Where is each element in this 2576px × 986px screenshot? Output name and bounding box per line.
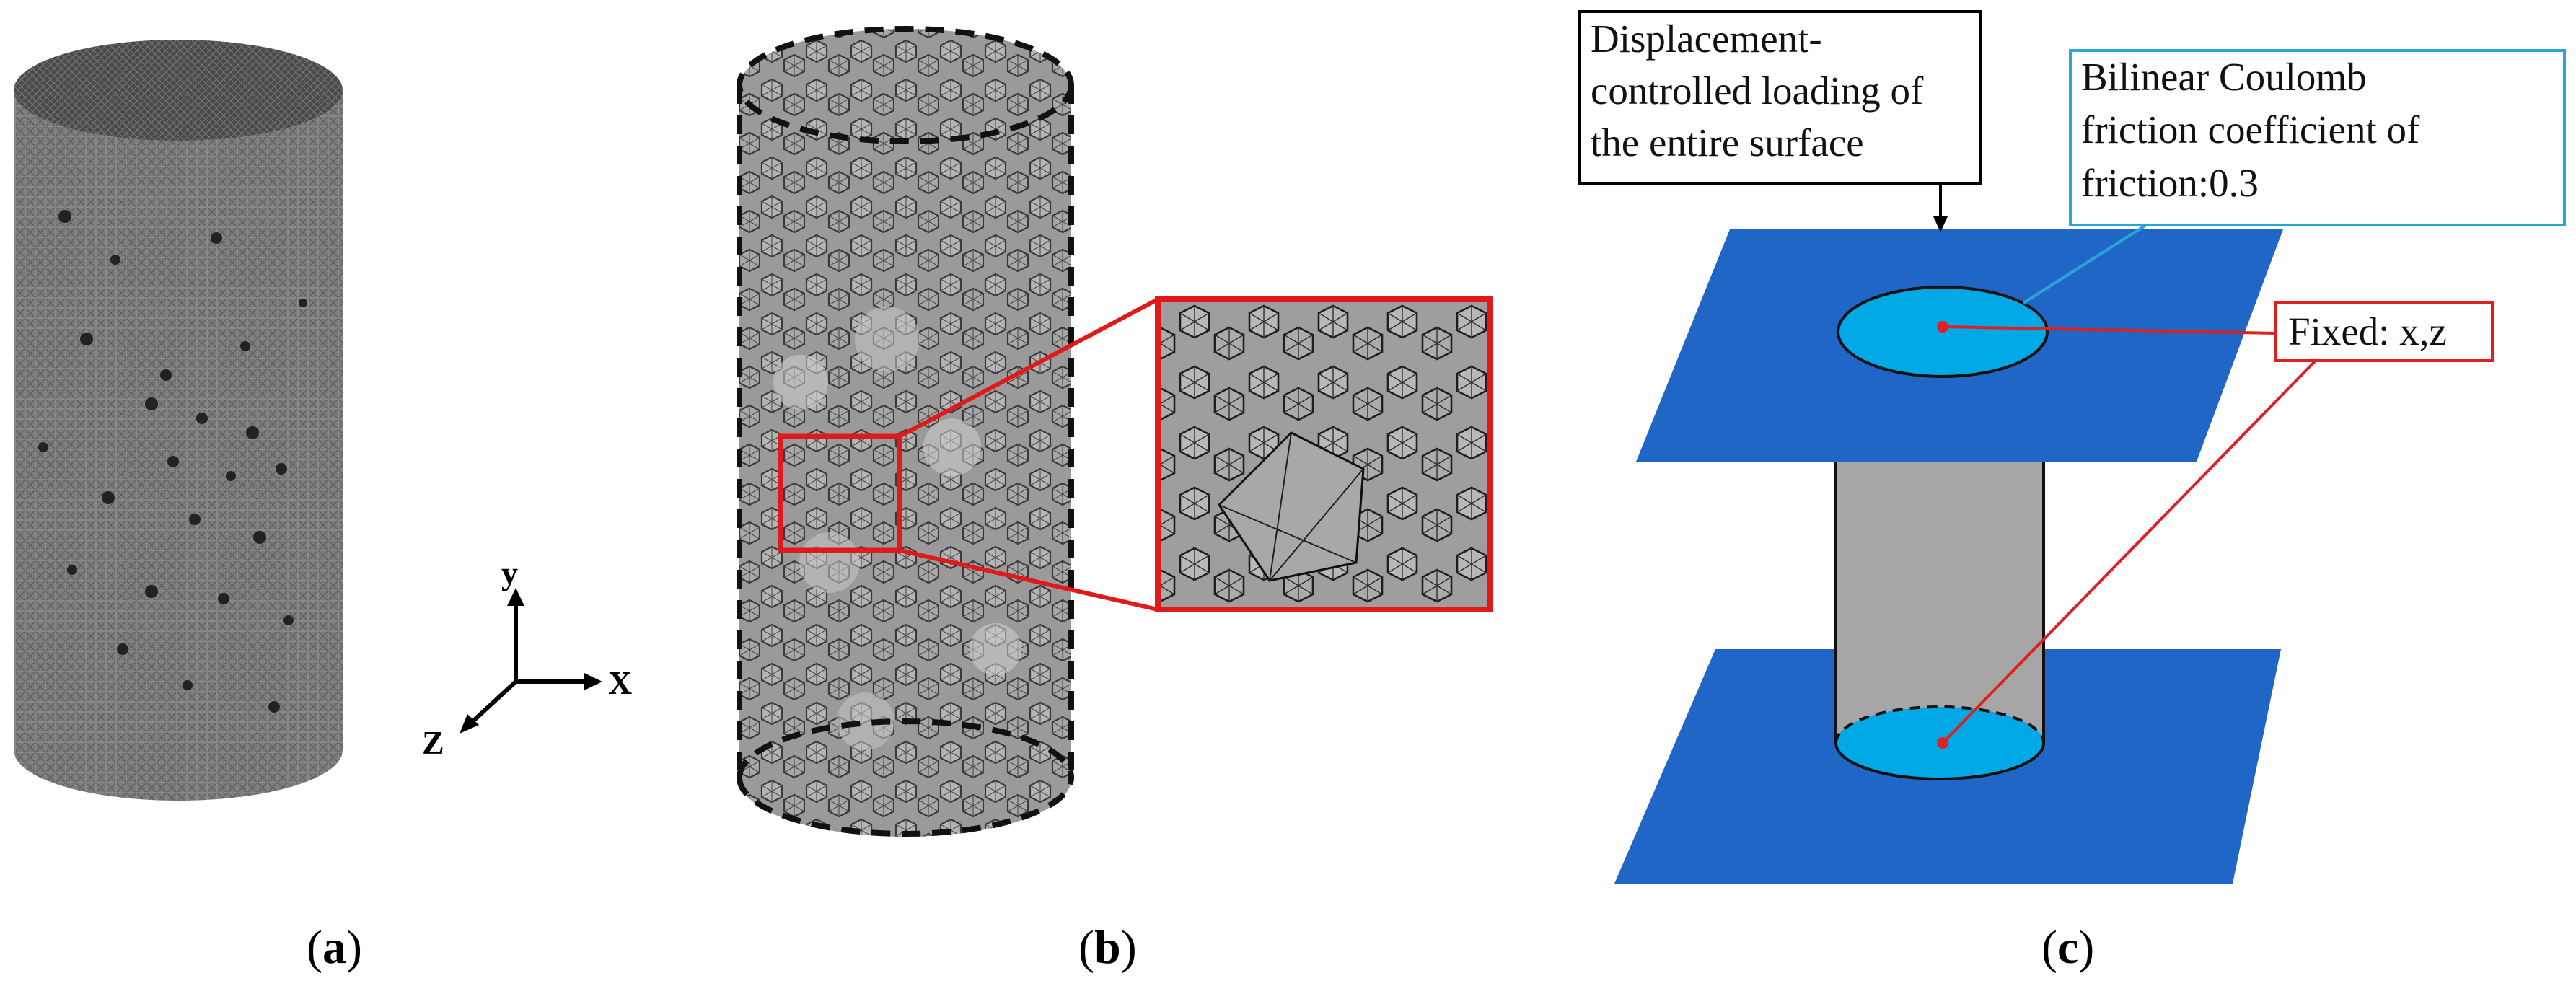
panel-a-caption: (a) bbox=[307, 921, 362, 974]
friction-annotation: Bilinear Coulomb friction coefficient of… bbox=[2022, 49, 2566, 304]
panel-b: (b) bbox=[737, 26, 1493, 974]
axis-x-label: X bbox=[608, 664, 632, 701]
axis-z-label: Z bbox=[422, 724, 444, 761]
friction-text-line-2: friction coefficient of bbox=[2081, 107, 2420, 151]
dashed-boundary bbox=[737, 26, 1074, 837]
zoom-frame bbox=[1155, 296, 1493, 612]
panel-c: Displacement- controlled loading of the … bbox=[1578, 10, 2566, 974]
axis-triad bbox=[460, 588, 602, 734]
friction-text-line-3: friction:0.3 bbox=[2081, 161, 2259, 205]
axis-y-label: y bbox=[501, 555, 518, 591]
panel-c-caption: (c) bbox=[2041, 921, 2094, 974]
friction-text-line-1: Bilinear Coulomb bbox=[2081, 55, 2367, 99]
fixed-text: Fixed: x,z bbox=[2288, 309, 2447, 353]
fixed-annotation: Fixed: x,z bbox=[1937, 301, 2494, 749]
loading-text-line-2: controlled loading of bbox=[1591, 69, 1924, 113]
zoom-inset bbox=[778, 296, 1493, 612]
panel-b-caption: (b) bbox=[1078, 921, 1137, 974]
panel-a: y X Z (a) bbox=[14, 40, 632, 974]
meshed-cylinder bbox=[14, 40, 343, 801]
loading-text-line-3: the entire surface bbox=[1591, 120, 1864, 164]
zoom-source-box bbox=[778, 433, 902, 553]
loading-text-line-1: Displacement- bbox=[1591, 17, 1822, 61]
specimen-cylinder bbox=[1834, 457, 2045, 744]
pores bbox=[38, 210, 307, 713]
loading-annotation: Displacement- controlled loading of the … bbox=[1578, 10, 1982, 232]
